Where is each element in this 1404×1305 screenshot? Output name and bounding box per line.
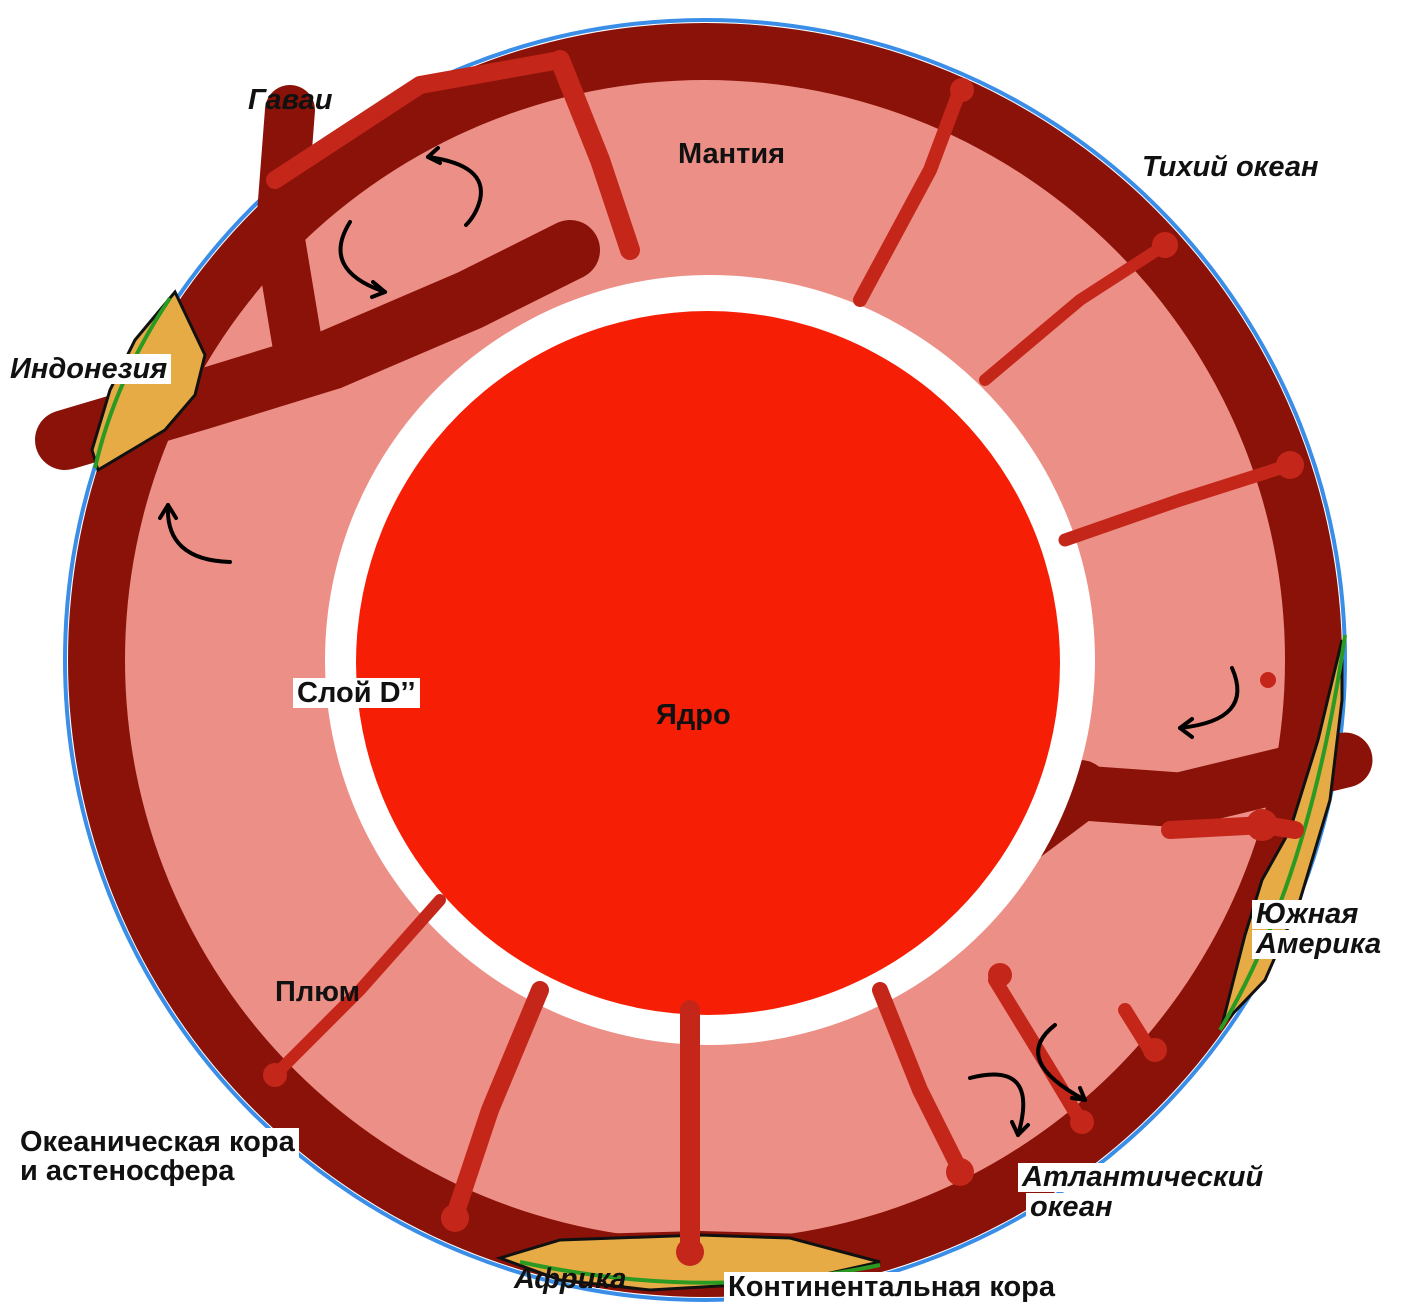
label-oceanic-crust-line2: и астеносфера [16,1157,238,1186]
label-continental-crust: Континентальная кора [724,1272,1059,1302]
label-d-layer: Слой D’’ [293,678,420,708]
label-south-america-line1: Южная [1252,900,1362,929]
label-mantle: Мантия [674,139,789,169]
label-indonesia: Индонезия [6,354,171,384]
label-core: Ядро [652,700,735,730]
core [356,311,1060,1015]
label-atlantic-line2: океан [1026,1193,1117,1222]
label-hawaii: Гаваи [244,85,337,115]
label-oceanic-crust-line1: Океаническая кора [16,1128,299,1157]
label-africa: Африка [510,1264,631,1294]
label-atlantic-line1: Атлантический [1018,1163,1267,1192]
label-plume: Плюм [271,977,364,1007]
label-south-america-line2: Америка [1252,930,1385,959]
label-pacific-ocean: Тихий океан [1138,152,1322,182]
